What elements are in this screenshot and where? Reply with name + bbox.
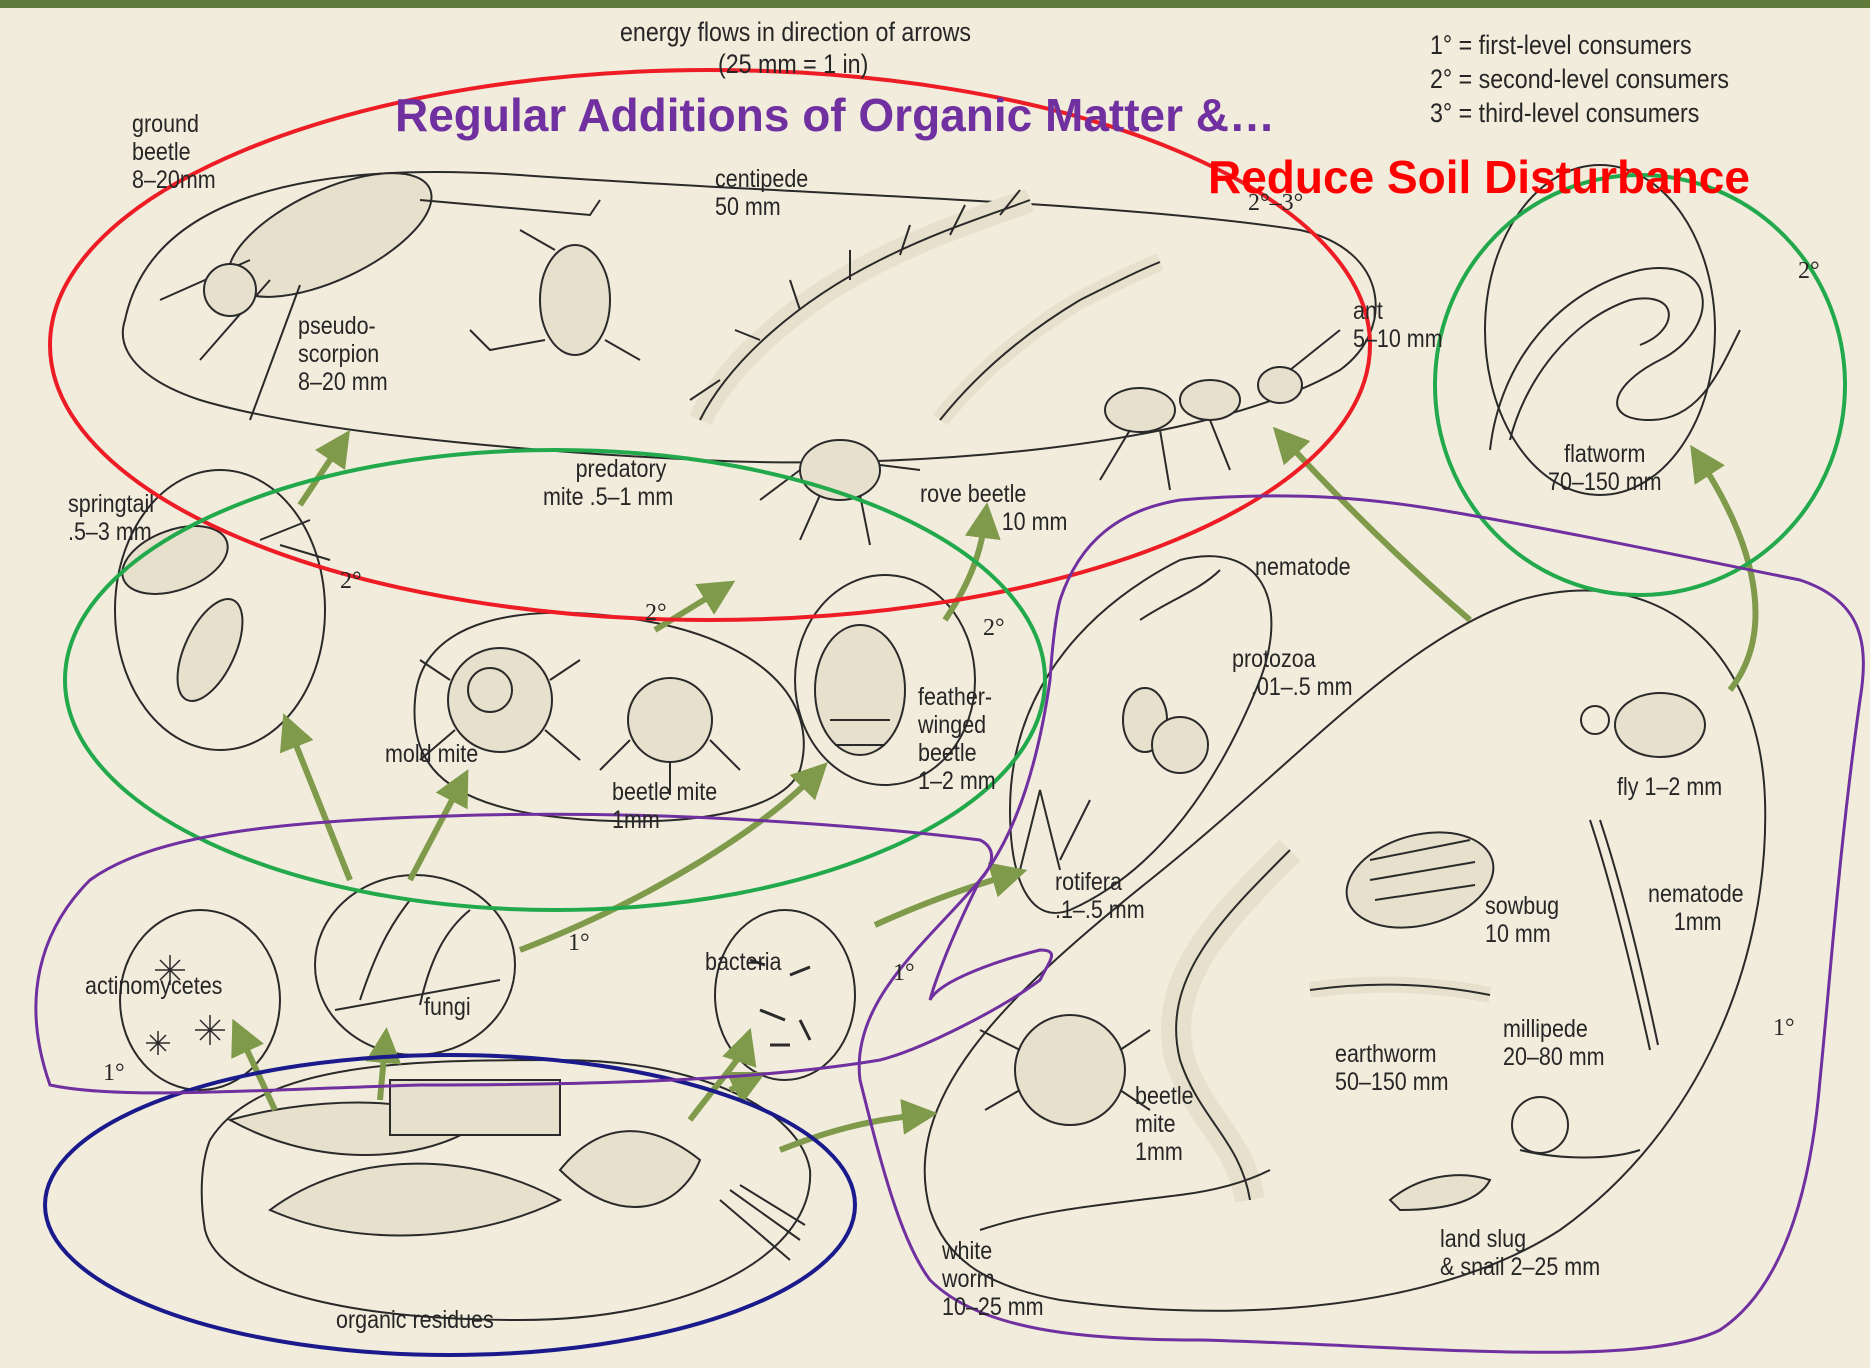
arrow-residues-to-large-consumers (780, 1115, 920, 1150)
label-ant: ant 5–10 mm (1353, 297, 1443, 353)
snail-slug-glyph (1390, 1097, 1640, 1210)
top-bar (0, 0, 1870, 8)
arrow-large-consumers-to-ant (1285, 440, 1470, 620)
label-organic-residues: organic residues (336, 1306, 494, 1334)
level-beetle-group: 2° (983, 615, 1005, 642)
label-beetle-mite-large: beetle mite 1mm (1135, 1082, 1194, 1166)
label-white-worm: white worm 10–25 mm (942, 1237, 1044, 1321)
label-protozoa: protozoa .01–.5 mm (1232, 645, 1352, 701)
organic-residues-glyph (230, 1080, 805, 1260)
level-bacteria-group: 1° (893, 960, 915, 987)
label-feather-winged-beetle: feather- winged beetle 1–2 mm (918, 683, 996, 795)
scale-note: (25 mm = 1 in) (718, 50, 868, 78)
energy-flow-note: energy flows in direction of arrows (620, 18, 971, 46)
label-flatworm: flatworm 70–150 mm (1548, 440, 1662, 496)
arrow-residues-to-bacteria-2 (690, 1045, 745, 1120)
label-pseudoscorpion: pseudo- scorpion 8–20 mm (298, 312, 388, 396)
level-springtail-group: 2° (340, 568, 362, 595)
level-centipede-group: 2°–3° (1248, 190, 1303, 217)
headline-organic-matter: Regular Additions of Organic Matter &… (395, 88, 1275, 142)
arrow-bacteria-to-rotifera (875, 875, 1010, 925)
label-ground-beetle: ground beetle 8–20mm (132, 110, 216, 194)
arrow-residues-to-bacteria (730, 1080, 750, 1090)
level-actinomycetes-group: 1° (103, 1060, 125, 1087)
label-earthworm: earthworm 50–150 mm (1335, 1040, 1449, 1096)
label-predatory-mite: predatory mite .5–1 mm (543, 455, 673, 511)
bacteria-enclosure (715, 910, 855, 1080)
pseudoscorpion-glyph (470, 230, 640, 360)
level-flatworm-group: 2° (1798, 258, 1820, 285)
label-beetle-mite-small: beetle mite 1mm (612, 778, 717, 834)
label-millipede: millipede 20–80 mm (1503, 1015, 1605, 1071)
label-nematode-top: nematode (1255, 553, 1351, 581)
consumer-level-legend: 1° = first-level consumers 2° = second-l… (1430, 28, 1729, 130)
feather-winged-beetle-glyph (815, 625, 905, 755)
label-rotifera: rotifera .1–.5 mm (1055, 868, 1145, 924)
label-fly: fly 1–2 mm (1617, 773, 1722, 801)
red-highlight-circle (50, 70, 1370, 620)
arrow-residues-to-fungi (380, 1045, 385, 1100)
label-rove-beetle: rove beetle 10 mm (920, 480, 1067, 536)
millipede-glyph (1310, 985, 1490, 995)
legend-second-level: 2° = second-level consumers (1430, 62, 1729, 96)
label-nematode-small: nematode 1mm (1648, 880, 1744, 936)
white-worm-glyph (980, 1170, 1270, 1230)
legend-first-level: 1° = first-level consumers (1430, 28, 1729, 62)
level-mites-group: 2° (645, 600, 667, 627)
label-bacteria: bacteria (705, 948, 781, 976)
label-sowbug: sowbug 10 mm (1485, 892, 1559, 948)
level-fungi-group: 1° (568, 930, 590, 957)
flatworm-glyph (1490, 268, 1740, 450)
label-fungi: fungi (424, 993, 471, 1021)
legend-third-level: 3° = third-level consumers (1430, 96, 1729, 130)
arrow-fungi-to-mold-mite (410, 785, 460, 880)
level-large-consumers-group: 1° (1773, 1015, 1795, 1042)
purple-outline-left (36, 814, 1052, 1093)
fungi-glyph (335, 900, 500, 1010)
label-mold-mite: mold mite (385, 740, 478, 768)
nematode-protozoa-glyphs (1020, 570, 1220, 870)
label-springtail: springtail .5–3 mm (68, 490, 154, 546)
actinomycetes-glyph (146, 955, 225, 1055)
fly-glyph (1581, 693, 1705, 757)
label-actinomycetes: actinomycetes (85, 972, 222, 1000)
label-centipede: centipede 50 mm (715, 165, 808, 221)
sowbug-glyph (1336, 817, 1504, 943)
arrow-fungi-to-springtail (290, 730, 350, 880)
green-highlight-circle-small (1435, 175, 1845, 595)
beetle-mite-large-glyph (980, 1015, 1150, 1125)
label-land-slug-snail: land slug & snail 2–25 mm (1440, 1225, 1600, 1281)
